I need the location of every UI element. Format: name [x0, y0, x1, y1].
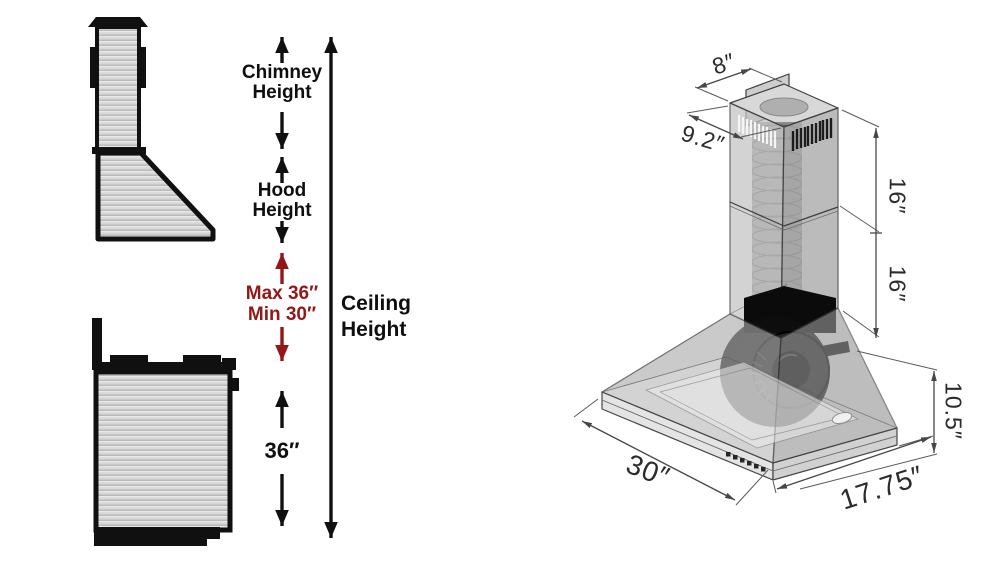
dim-17-75-line [776, 436, 932, 490]
chimney-height-label: Chimney Height [241, 62, 323, 103]
ceiling-height-label: Ceiling Height [341, 292, 412, 341]
hood-height-label: Hood Height [252, 180, 312, 221]
min-clearance-label: Min 30″ [247, 304, 317, 325]
dim-9-2-line [688, 114, 744, 140]
measurement-arrows [275, 37, 338, 538]
dim-lower-duct-height: 16″ [884, 265, 911, 303]
hood-clearance-label: Max 36″ Min 30″ [222, 283, 342, 325]
dim-30-line [581, 420, 736, 501]
dim-8-line [696, 68, 752, 89]
vent-slots-right [791, 118, 833, 151]
dim-upper-duct-height: 16″ [884, 177, 911, 215]
dim-hood-body-height: 10.5″ [940, 382, 967, 440]
max-clearance-label: Max 36″ [245, 283, 319, 304]
hood-side-view-illustration [88, 17, 216, 242]
dimension-lines [573, 67, 938, 506]
range-to-hood-label: 36″ [264, 438, 300, 463]
hood-lamp [831, 411, 853, 425]
range-illustration [92, 318, 239, 546]
